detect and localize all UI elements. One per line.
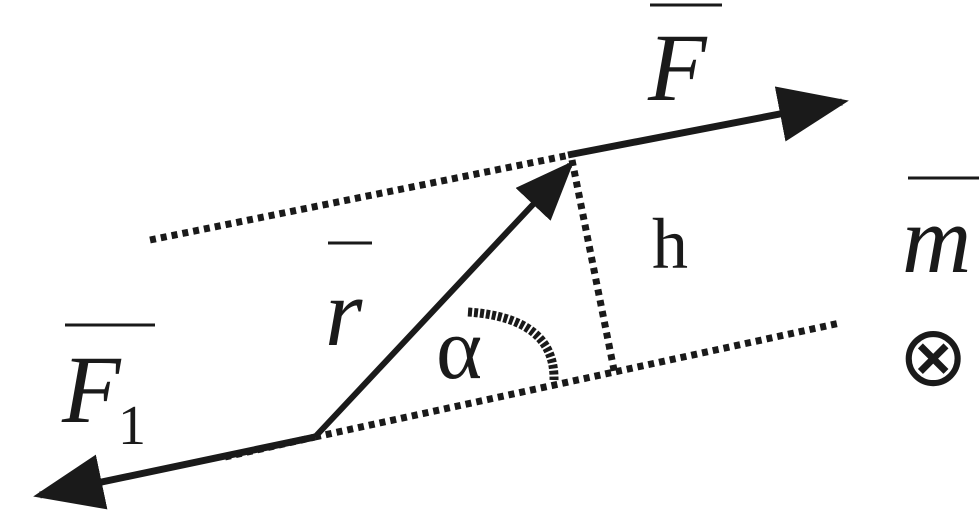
moment-direction-icon: ⊗ xyxy=(898,311,968,404)
angle-label: α xyxy=(436,301,482,398)
upper-dotted-line xyxy=(149,151,571,244)
force-f1-label: F xyxy=(61,336,122,443)
lower-dotted-line xyxy=(314,319,841,441)
radius-vector-arrow xyxy=(312,160,575,440)
force-f-arrow xyxy=(567,86,849,159)
arm-dotted-line xyxy=(568,159,619,376)
moment-label: m xyxy=(902,186,971,293)
force-f1-arrow xyxy=(33,433,316,510)
arm-label: h xyxy=(652,204,688,284)
force-f-label: F xyxy=(647,14,708,121)
radius-vector-label: r xyxy=(325,259,363,366)
force-f1-subscript: 1 xyxy=(118,395,146,457)
angle-arc xyxy=(467,307,559,381)
